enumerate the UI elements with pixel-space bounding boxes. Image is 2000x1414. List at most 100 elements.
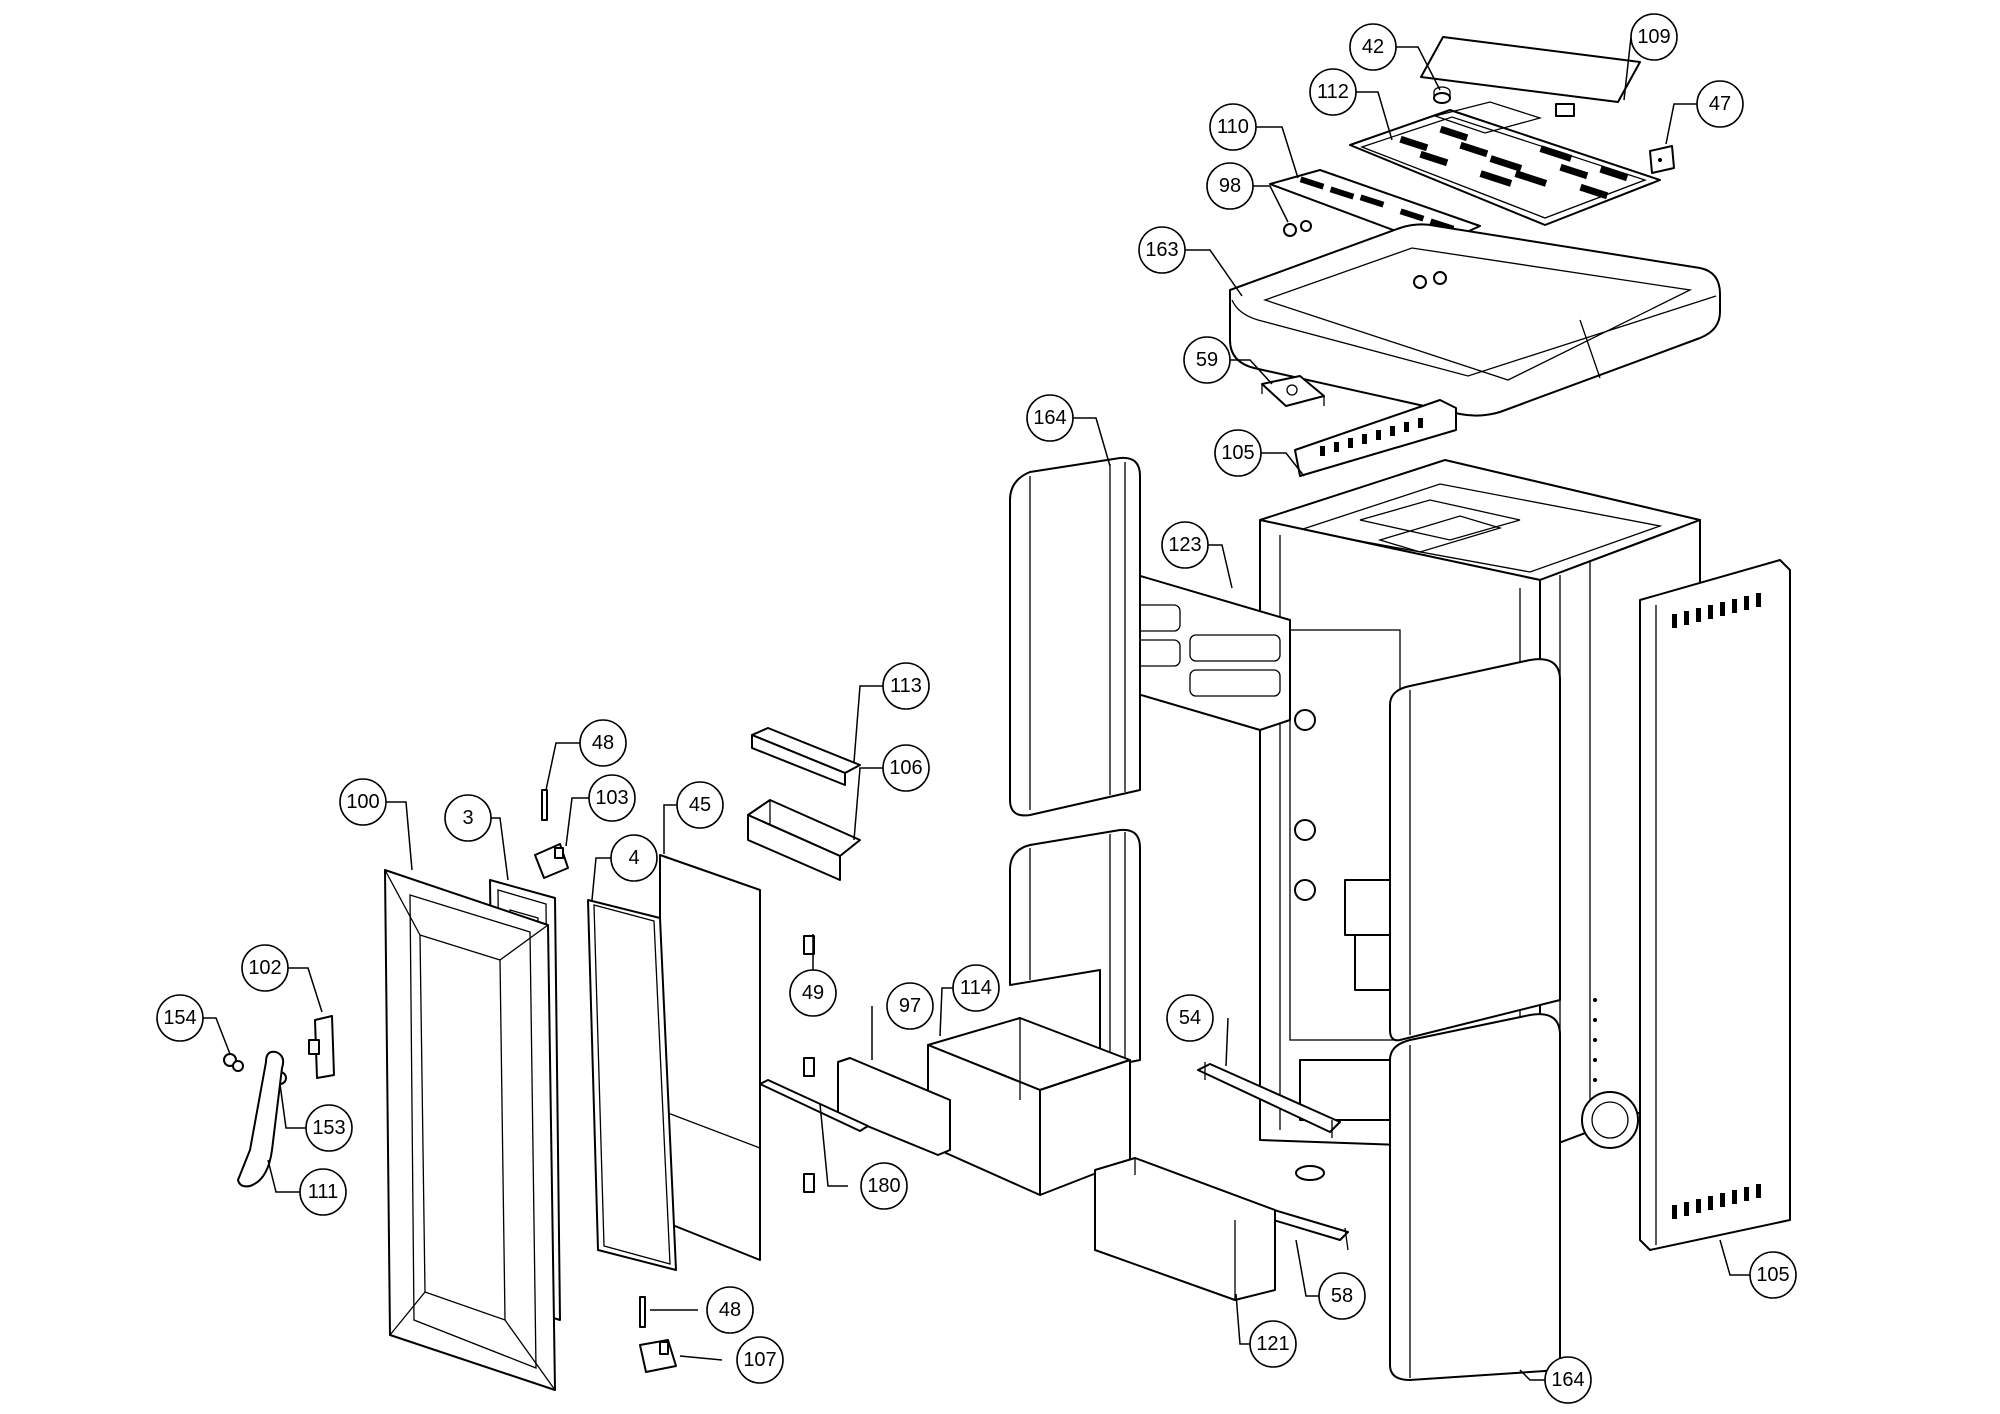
callout-label-59: 59 (1196, 349, 1218, 371)
callout-163: 163 (1138, 226, 1186, 274)
part-4-gasket (587, 899, 677, 1271)
part-109-cover-plate (1420, 36, 1641, 117)
callout-123: 123 (1161, 521, 1209, 569)
callout-45: 45 (676, 781, 724, 829)
callout-106: 106 (882, 744, 930, 792)
callout-102: 102 (241, 944, 289, 992)
callout-label-106: 106 (889, 757, 922, 779)
callout-110: 110 (1209, 103, 1257, 151)
callout-label-42: 42 (1362, 36, 1384, 58)
callout-42: 42 (1349, 23, 1397, 71)
callout-label-111: 111 (308, 1181, 338, 1203)
callout-109: 109 (1630, 13, 1678, 61)
body-dots (1593, 998, 1597, 1082)
callout-label-114: 114 (960, 977, 992, 999)
part-113-bracket (751, 727, 861, 786)
part-163-top-frame (1229, 223, 1721, 417)
part-59-bracket (1261, 375, 1325, 407)
right-panel-bottom-vents (1672, 1184, 1761, 1219)
part-105-right-side-panel (1639, 559, 1791, 1251)
callout-label-48-upper: 48 (592, 732, 614, 754)
part-100-door (384, 869, 556, 1391)
parts-drawing (223, 36, 1791, 1391)
callout-label-105-side: 105 (1756, 1264, 1789, 1286)
part-48-pin-upper (541, 789, 548, 821)
part-42-knob (1433, 86, 1451, 104)
callout-label-164-lower: 164 (1551, 1369, 1584, 1391)
callout-103: 103 (588, 774, 636, 822)
part-49-clips (803, 935, 815, 1193)
part-47-hinge (1649, 145, 1675, 174)
part-121-drawer-front (1094, 1157, 1276, 1301)
callout-58: 58 (1318, 1272, 1366, 1320)
callout-label-97: 97 (899, 995, 921, 1017)
callout-153: 153 (305, 1104, 353, 1152)
callout-114: 114 (952, 964, 1000, 1012)
callout-label-4: 4 (628, 847, 639, 869)
part-48-pin-lower (639, 1296, 646, 1328)
callout-label-47: 47 (1709, 93, 1731, 115)
callout-label-112: 112 (1317, 81, 1349, 103)
callout-label-3: 3 (462, 807, 473, 829)
callout-label-113: 113 (890, 675, 922, 697)
callout-label-153: 153 (312, 1117, 345, 1139)
callout-98: 98 (1206, 162, 1254, 210)
callout-113: 113 (882, 662, 930, 710)
callout-47: 47 (1696, 80, 1744, 128)
callout-label-121: 121 (1256, 1333, 1289, 1355)
callout-label-45: 45 (689, 794, 711, 816)
callout-54: 54 (1166, 994, 1214, 1042)
part-114-ash-box (927, 1017, 1131, 1196)
callout-label-103: 103 (595, 787, 628, 809)
part-111-handle (237, 1050, 285, 1188)
part-107-hinge-lower (639, 1339, 677, 1373)
callout-label-54: 54 (1179, 1007, 1201, 1029)
callout-105-side: 105 (1749, 1251, 1797, 1299)
back-panel-vents (1320, 418, 1423, 456)
callout-4: 4 (610, 834, 658, 882)
part-112-top-grille (1349, 101, 1661, 226)
callout-59: 59 (1183, 336, 1231, 384)
callout-107: 107 (736, 1336, 784, 1384)
part-164-lower-side-panel (1009, 828, 1141, 1069)
callout-105-back: 105 (1214, 429, 1262, 477)
callout-label-48-lower: 48 (719, 1299, 741, 1321)
callout-label-107: 107 (743, 1349, 776, 1371)
part-164-front-corner-panel (1389, 658, 1561, 1381)
grille-slots (1399, 125, 1629, 200)
callout-label-123: 123 (1168, 534, 1201, 556)
callout-label-58: 58 (1331, 1285, 1353, 1307)
part-164-upper-side-panel (1009, 456, 1141, 817)
part-154-screw (223, 1053, 244, 1072)
callout-label-154: 154 (163, 1007, 196, 1029)
callout-49: 49 (789, 969, 837, 1017)
leader-lines (203, 36, 1750, 1381)
part-106-channel (747, 799, 861, 881)
part-103-hinge-upper (534, 843, 569, 879)
callout-3: 3 (444, 794, 492, 842)
callout-97: 97 (886, 982, 934, 1030)
callout-111: 111 (299, 1168, 347, 1216)
callout-154: 154 (156, 994, 204, 1042)
callout-label-102: 102 (248, 957, 281, 979)
callout-label-49: 49 (802, 982, 824, 1004)
callout-label-109: 109 (1637, 26, 1670, 48)
callout-180: 180 (860, 1162, 908, 1210)
part-98-bolts (1283, 220, 1312, 237)
part-54-rail (1197, 1062, 1341, 1138)
callout-112: 112 (1309, 68, 1357, 116)
callout-164-upper: 164 (1026, 394, 1074, 442)
part-45-glass-panel (659, 854, 761, 1261)
callout-48-lower: 48 (706, 1286, 754, 1334)
callout-label-98: 98 (1219, 175, 1241, 197)
callout-100: 100 (339, 778, 387, 826)
callouts: 42 109 112 47 110 98 163 59 164 105 123 … (156, 13, 1797, 1404)
callout-48-upper: 48 (579, 719, 627, 767)
callout-label-110: 110 (1217, 116, 1249, 138)
callout-label-105-back: 105 (1221, 442, 1254, 464)
callout-label-163: 163 (1145, 239, 1178, 261)
part-102-latch (308, 1015, 335, 1079)
part-105-back-panel (1294, 399, 1457, 477)
callout-121: 121 (1249, 1320, 1297, 1368)
